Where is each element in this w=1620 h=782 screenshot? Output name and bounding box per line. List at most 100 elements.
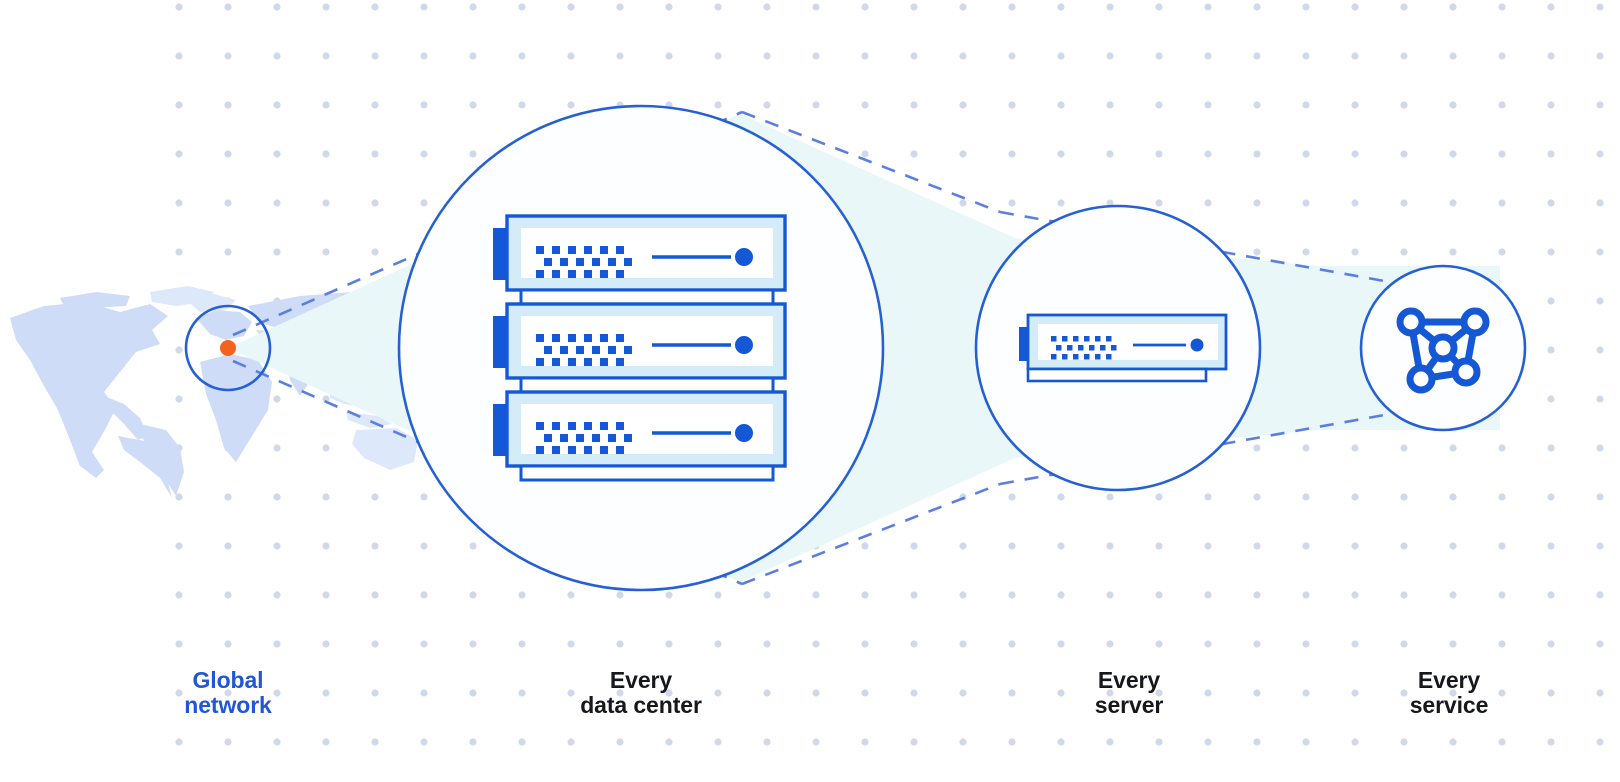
grid-dot xyxy=(1302,640,1310,648)
grid-dot xyxy=(1204,101,1212,109)
grid-dot xyxy=(861,640,869,648)
grid-dot xyxy=(959,640,967,648)
grid-dot xyxy=(1547,52,1555,60)
grid-dot xyxy=(1596,493,1604,501)
grid-dot xyxy=(1400,542,1408,550)
grid-dot xyxy=(910,150,918,158)
grid-dot xyxy=(1596,738,1604,746)
grid-dot xyxy=(1498,640,1506,648)
grid-dot xyxy=(1302,542,1310,550)
mesh-node xyxy=(1396,307,1426,337)
grid-dot xyxy=(1106,493,1114,501)
grid-dot xyxy=(665,640,673,648)
grid-dot xyxy=(1253,199,1261,207)
grid-dot xyxy=(322,444,330,452)
grid-dot xyxy=(959,101,967,109)
grid-dot xyxy=(1449,199,1457,207)
grid-dot xyxy=(1057,542,1065,550)
mesh-node xyxy=(1406,364,1436,394)
grid-dot xyxy=(1106,542,1114,550)
grid-dot xyxy=(910,738,918,746)
mesh-node xyxy=(1451,357,1481,387)
grid-dot xyxy=(224,52,232,60)
grid-dot xyxy=(910,52,918,60)
grid-dot xyxy=(1547,689,1555,697)
grid-dot xyxy=(175,3,183,11)
grid-dot xyxy=(1596,3,1604,11)
grid-dot xyxy=(714,52,722,60)
grid-dot xyxy=(1302,248,1310,256)
grid-dot xyxy=(1498,542,1506,550)
grid-dot xyxy=(812,738,820,746)
grid-dot xyxy=(812,101,820,109)
grid-dot xyxy=(273,101,281,109)
dot-matrix xyxy=(536,334,632,366)
grid-dot xyxy=(469,591,477,599)
grid-dot xyxy=(1449,150,1457,158)
grid-dot xyxy=(469,542,477,550)
grid-dot xyxy=(1253,493,1261,501)
grid-dot xyxy=(812,591,820,599)
grid-dot xyxy=(1547,640,1555,648)
grid-dot xyxy=(175,689,183,697)
grid-dot xyxy=(763,52,771,60)
grid-dot xyxy=(1302,3,1310,11)
grid-dot xyxy=(1057,3,1065,11)
grid-dot xyxy=(273,248,281,256)
grid-dot xyxy=(1400,52,1408,60)
grid-dot xyxy=(665,738,673,746)
grid-dot xyxy=(1547,297,1555,305)
dot-matrix xyxy=(1051,336,1117,360)
grid-dot xyxy=(959,542,967,550)
grid-dot xyxy=(322,640,330,648)
grid-dot xyxy=(420,738,428,746)
grid-dot xyxy=(1498,591,1506,599)
grid-dot xyxy=(1253,640,1261,648)
grid-dot xyxy=(224,493,232,501)
grid-dot xyxy=(1057,640,1065,648)
grid-dot xyxy=(1596,542,1604,550)
grid-dot xyxy=(910,591,918,599)
grid-dot xyxy=(1057,689,1065,697)
grid-dot xyxy=(1400,101,1408,109)
grid-dot xyxy=(1400,150,1408,158)
grid-dot xyxy=(714,591,722,599)
rack-unit xyxy=(493,214,787,306)
grid-dot xyxy=(665,591,673,599)
label-every-service: Every service xyxy=(1409,667,1489,719)
grid-dot xyxy=(371,591,379,599)
grid-dot xyxy=(322,3,330,11)
grid-dot xyxy=(322,738,330,746)
grid-dot xyxy=(1155,542,1163,550)
grid-dot xyxy=(371,150,379,158)
grid-dot xyxy=(763,640,771,648)
grid-dot xyxy=(1351,493,1359,501)
grid-dot xyxy=(861,591,869,599)
grid-dot xyxy=(1351,3,1359,11)
grid-dot xyxy=(371,248,379,256)
grid-dot xyxy=(1498,150,1506,158)
grid-dot xyxy=(175,395,183,403)
grid-dot xyxy=(861,52,869,60)
status-led-icon xyxy=(1190,338,1204,352)
grid-dot xyxy=(273,199,281,207)
grid-dot xyxy=(959,689,967,697)
grid-dot xyxy=(224,199,232,207)
grid-dot xyxy=(1547,493,1555,501)
grid-dot xyxy=(371,101,379,109)
grid-dot xyxy=(469,101,477,109)
grid-dot xyxy=(1547,199,1555,207)
grid-dot xyxy=(1204,591,1212,599)
grid-dot xyxy=(1351,150,1359,158)
grid-dot xyxy=(616,591,624,599)
grid-dot xyxy=(322,101,330,109)
grid-dot xyxy=(861,542,869,550)
grid-dot xyxy=(420,101,428,109)
grid-dot xyxy=(665,689,673,697)
grid-dot xyxy=(616,52,624,60)
grid-dot xyxy=(420,199,428,207)
grid-dot xyxy=(1155,150,1163,158)
grid-dot xyxy=(322,150,330,158)
mesh-node xyxy=(1460,307,1490,337)
